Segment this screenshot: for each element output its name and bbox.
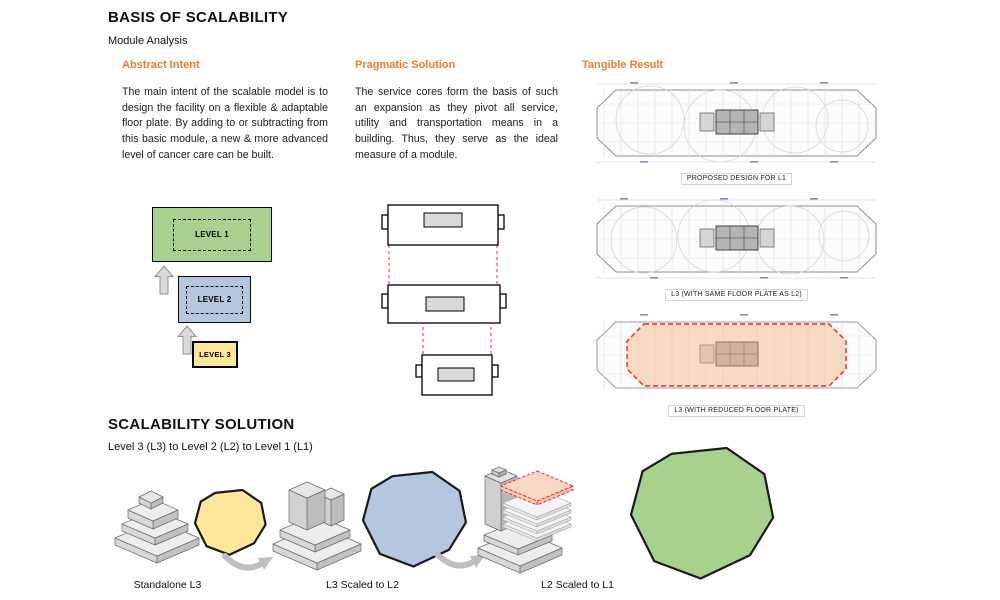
floorplate-l1-green	[631, 448, 773, 579]
level-3-label: LEVEL 3	[199, 350, 231, 359]
service-core	[699, 109, 775, 135]
level-1-box: LEVEL 1	[152, 207, 272, 262]
abstract-intent-body: The main intent of the scalable model is…	[122, 86, 328, 161]
abstract-intent-heading: Abstract Intent	[122, 59, 200, 71]
scaling-illustration	[114, 446, 805, 586]
service-core-diagram	[381, 204, 507, 396]
page-title: BASIS OF SCALABILITY	[108, 9, 289, 26]
added-plate-highlight	[500, 470, 574, 506]
tangible-result-heading: Tangible Result	[582, 59, 664, 71]
up-arrow-icon	[177, 325, 197, 355]
up-arrow-icon	[154, 265, 174, 295]
reduced-plate-highlight	[626, 323, 847, 387]
level-1-label: LEVEL 1	[195, 230, 229, 239]
core-alignment-lines	[388, 245, 498, 355]
dimension-lines	[597, 199, 876, 279]
level-2-box: LEVEL 2	[178, 276, 251, 323]
page-subtitle: Module Analysis	[108, 35, 188, 47]
curved-arrow-icon	[225, 556, 273, 570]
pragmatic-solution-heading: Pragmatic Solution	[355, 59, 456, 71]
iso-building-standalone-l3	[114, 490, 200, 564]
service-core	[699, 225, 775, 251]
floor-plan-panel-2: L3 (WITH SAME FLOOR PLATE AS L2)	[580, 196, 893, 301]
caption-l2-scaled-to-l1: L2 Scaled to L1	[541, 579, 614, 591]
dimension-ticks	[630, 82, 838, 163]
iso-building-l2-to-l1	[477, 466, 574, 574]
service-core	[699, 341, 759, 367]
pragmatic-solution-body: The service cores form the basis of such…	[355, 86, 558, 161]
curved-arrow-icon	[437, 554, 485, 568]
dimension-ticks	[640, 314, 838, 316]
plan-2-caption: L3 (WITH SAME FLOOR PLATE AS L2)	[665, 289, 808, 301]
iso-building-l3-to-l2	[272, 481, 362, 571]
module-plate-1	[381, 204, 505, 246]
plan-3-caption: L3 (WITH REDUCED FLOOR PLATE)	[668, 405, 805, 417]
caption-l3-scaled-to-l2: L3 Scaled to L2	[326, 579, 399, 591]
floor-plan-panel-3: L3 (WITH REDUCED FLOOR PLATE)	[580, 312, 893, 417]
floor-plan-drawing-l1	[596, 82, 877, 163]
floor-plan-drawing-l3-reduced	[596, 314, 877, 390]
solution-subtitle: Level 3 (L3) to Level 2 (L2) to Level 1 …	[108, 441, 313, 453]
solution-title: SCALABILITY SOLUTION	[108, 416, 295, 433]
level-3-box: LEVEL 3	[192, 341, 238, 368]
floorplate-l3-yellow	[195, 490, 266, 555]
caption-standalone-l3: Standalone L3	[133, 579, 202, 591]
floor-plan-panel-1: PROPOSED DESIGN FOR L1	[580, 80, 893, 185]
level-1-dashed-module: LEVEL 1	[173, 218, 251, 251]
plan-1-caption: PROPOSED DESIGN FOR L1	[680, 173, 793, 185]
dimension-ticks	[620, 198, 848, 279]
level-2-label: LEVEL 2	[197, 295, 232, 304]
floor-plan-drawing-l3-same	[596, 198, 877, 279]
module-plate-2	[381, 284, 507, 324]
floorplate-l2-blue	[363, 472, 466, 567]
module-plate-3	[415, 354, 499, 396]
level-2-dashed-module: LEVEL 2	[186, 285, 243, 314]
